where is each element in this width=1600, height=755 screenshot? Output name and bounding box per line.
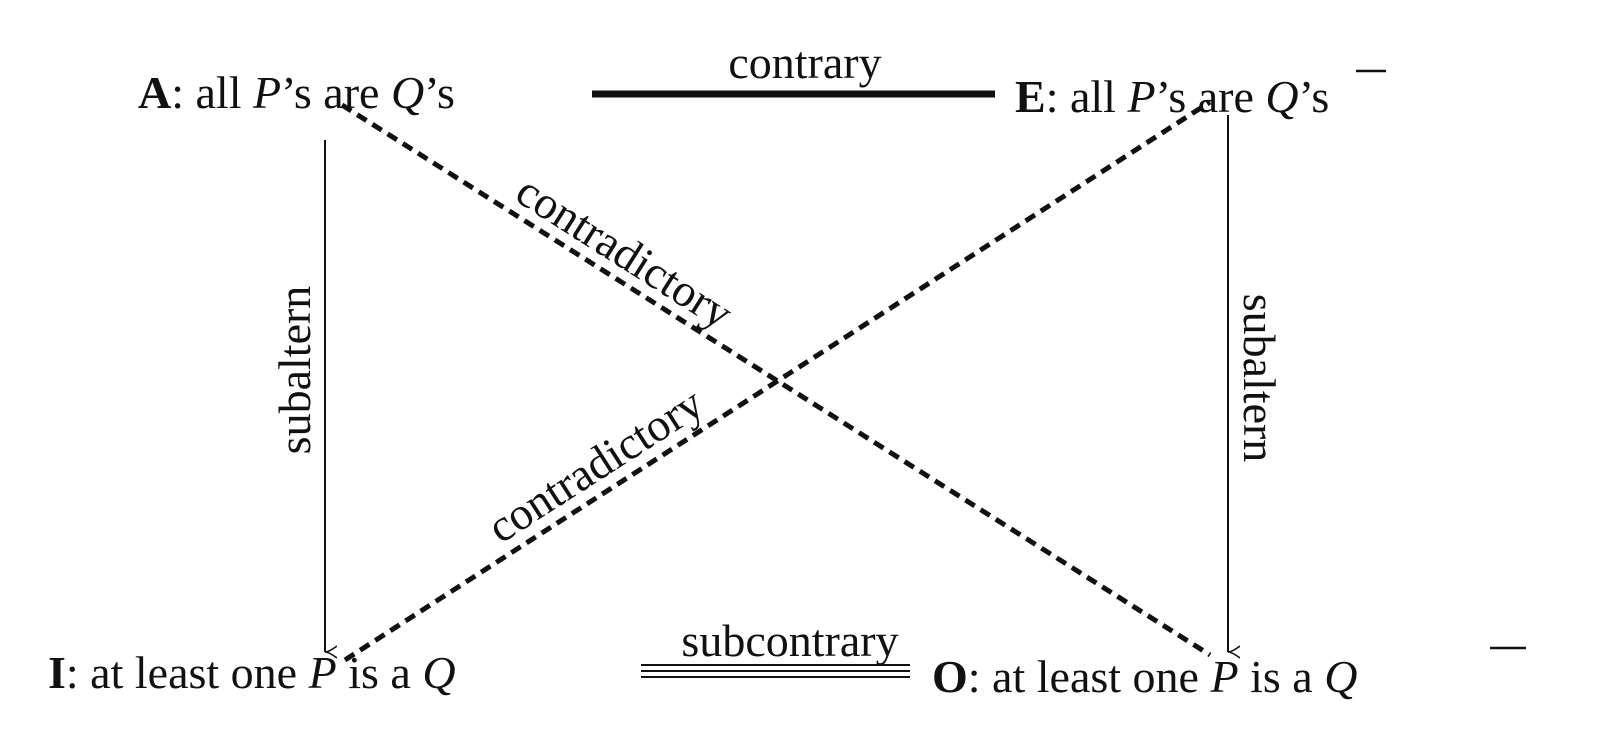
contradictory-label-A-O: contradictory <box>508 165 742 339</box>
subaltern-left-label: subaltern <box>269 286 320 455</box>
subaltern-right-label: subaltern <box>1234 294 1285 463</box>
corner-I: I: at least one P is a Q <box>48 647 456 698</box>
corner-E: E: all P’s are Q’s <box>1015 71 1329 122</box>
contrary-label: contrary <box>728 37 881 88</box>
corner-O: O: at least one P is a Q <box>932 651 1357 702</box>
subcontrary-label: subcontrary <box>681 615 898 666</box>
subcontrary-triple-line <box>641 664 910 678</box>
corner-A: A: all P’s are Q’s <box>138 67 455 118</box>
contradictory-label-I-E: contradictory <box>478 377 712 553</box>
contradictory-line-I-E <box>343 99 1212 663</box>
